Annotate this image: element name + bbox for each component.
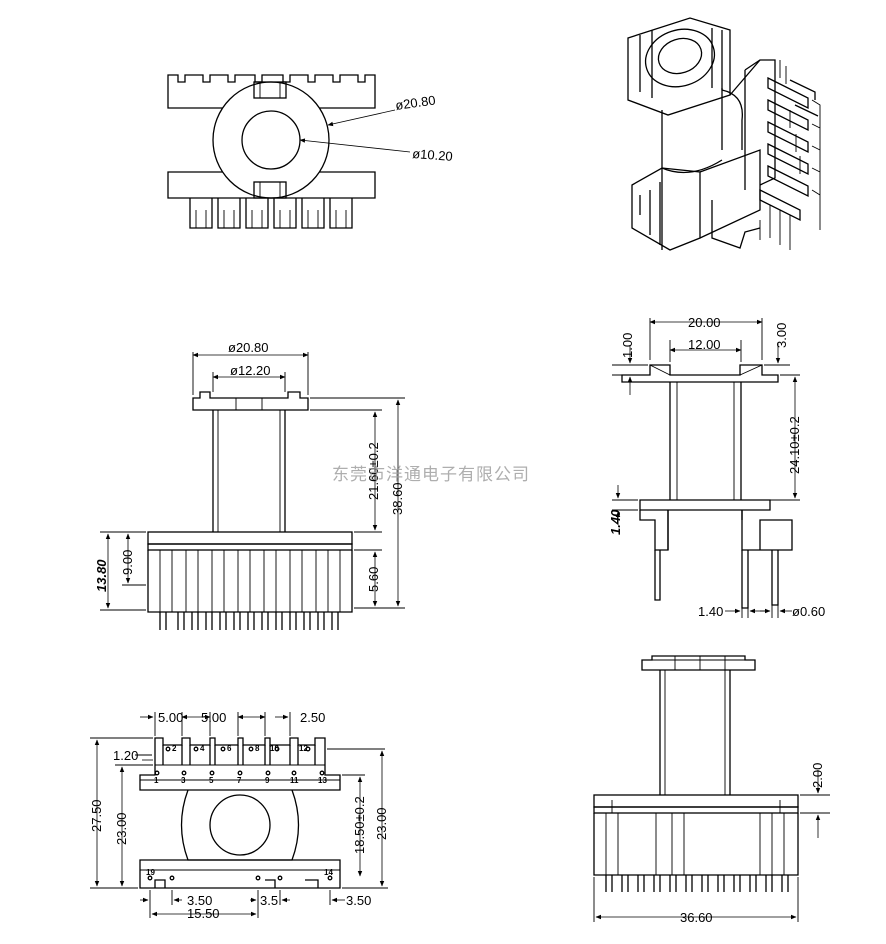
pin-7: 7 xyxy=(237,776,242,785)
side-chamfer: 3.00 xyxy=(774,323,789,348)
pin-4: 4 xyxy=(200,744,205,753)
rear-view: 2.00 36.60 xyxy=(593,655,830,925)
pin-2: 2 xyxy=(172,744,177,753)
pin-5: 5 xyxy=(209,776,214,785)
bottom-pin-gap-mid: 3.5 xyxy=(260,893,278,908)
rear-width: 36.60 xyxy=(680,910,713,925)
bottom-length-total: 27.50 xyxy=(89,799,104,832)
front-pin-length: 5.60 xyxy=(366,567,381,592)
pin-13: 13 xyxy=(318,776,327,785)
bottom-slot: 2.50 xyxy=(300,710,325,725)
front-base-height: 13.80 xyxy=(94,559,109,592)
pin-6: 6 xyxy=(227,744,232,753)
pin-10: 10 xyxy=(270,744,279,753)
side-flange-thick: 1.00 xyxy=(620,333,635,358)
pin-12: 12 xyxy=(299,744,308,753)
top-inner-dia: ø10.20 xyxy=(412,146,453,164)
pin-3: 3 xyxy=(181,776,186,785)
pin-11: 11 xyxy=(290,776,299,785)
bottom-pin-gap-left: 3.50 xyxy=(187,893,212,908)
bottom-edge: 1.20 xyxy=(113,748,138,763)
pin-8: 8 xyxy=(255,744,260,753)
front-total-height: 38.60 xyxy=(390,482,405,515)
bottom-pitch-a: 5.00 xyxy=(158,710,183,725)
pin-1: 1 xyxy=(154,776,159,785)
side-pin-dia: ø0.60 xyxy=(792,604,825,619)
side-top-width: 20.00 xyxy=(688,315,721,330)
side-view: 20.00 12.00 1.00 3.00 24.10±0.2 1.40 1.4… xyxy=(608,315,825,619)
top-view: ø20.80 ø10.20 xyxy=(167,74,453,229)
front-core-dia: ø12.20 xyxy=(230,363,270,378)
pin-9: 9 xyxy=(265,776,270,785)
isometric-view xyxy=(627,17,821,251)
bottom-length-inner: 23.00 xyxy=(114,812,129,845)
top-outer-dia: ø20.80 xyxy=(394,92,436,112)
rear-height: 2.00 xyxy=(810,763,825,788)
front-view: ø20.80 ø12.20 21.60±0.2 38.60 5.60 13.80… xyxy=(94,340,405,630)
side-inner-width: 12.00 xyxy=(688,337,721,352)
bottom-span: 15.50 xyxy=(187,906,220,921)
watermark: 东莞市洋通电子有限公司 xyxy=(332,465,530,485)
bottom-view: 2 4 6 8 10 12 1 3 5 7 9 11 13 19 14 5.00… xyxy=(89,710,389,921)
pin-19: 19 xyxy=(146,868,155,877)
front-winding-height: 21.60±0.2 xyxy=(366,442,381,500)
bottom-pitch-b: 5.00 xyxy=(201,710,226,725)
front-base-upper: 9.00 xyxy=(120,550,135,575)
bottom-pin-gap-right: 3.50 xyxy=(346,893,371,908)
side-pin-offset: 1.40 xyxy=(698,604,723,619)
side-base-flange: 1.40 xyxy=(608,509,623,535)
side-winding-height: 24.10±0.2 xyxy=(787,416,802,474)
front-flange-dia: ø20.80 xyxy=(228,340,268,355)
bottom-center-dist: 18.50±0.2 xyxy=(352,796,367,854)
bottom-length-right: 23.00 xyxy=(374,807,389,840)
pin-14: 14 xyxy=(324,868,333,877)
pin-dots xyxy=(147,746,333,881)
